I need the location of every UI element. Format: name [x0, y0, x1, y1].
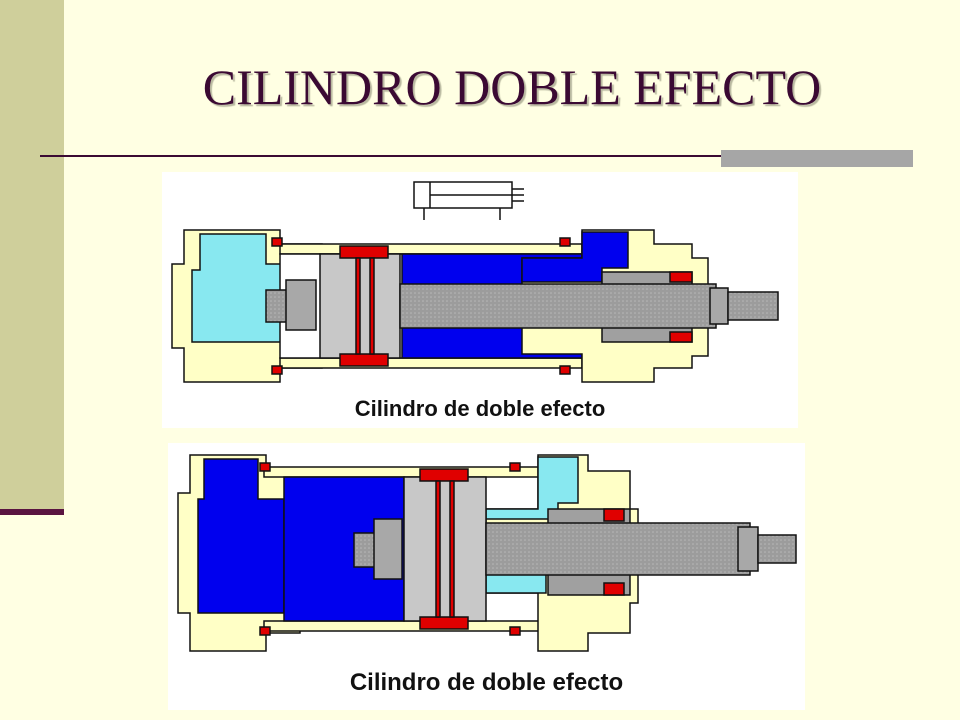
left-band-accent: [0, 509, 64, 515]
rod-thread: [727, 291, 779, 321]
left-decor-band: [0, 0, 64, 510]
title-rule-accent: [721, 150, 913, 167]
cylinder-diagram-extending: Cilindro de doble efecto: [168, 443, 805, 710]
cylinder-section-extending: [177, 454, 797, 652]
cylinder-section-retracted: [171, 181, 779, 383]
piston-rod: [485, 522, 751, 576]
piston-rod: [399, 283, 717, 329]
title-underline: [40, 155, 910, 157]
diagram-caption: Cilindro de doble efecto: [354, 396, 606, 421]
slide-title: CILINDRO DOBLE EFECTO: [202, 59, 822, 115]
diagram-caption: Cilindro de doble efecto: [349, 669, 624, 696]
piston: [403, 476, 487, 622]
pneumatic-symbol-icon: [413, 181, 524, 220]
cylinder-diagram-retracted: Cilindro de doble efecto: [162, 172, 798, 428]
piston-nut: [373, 518, 403, 580]
rod-thread: [757, 534, 797, 564]
cylinder-barrel: [279, 243, 583, 255]
piston-nut: [285, 279, 317, 331]
